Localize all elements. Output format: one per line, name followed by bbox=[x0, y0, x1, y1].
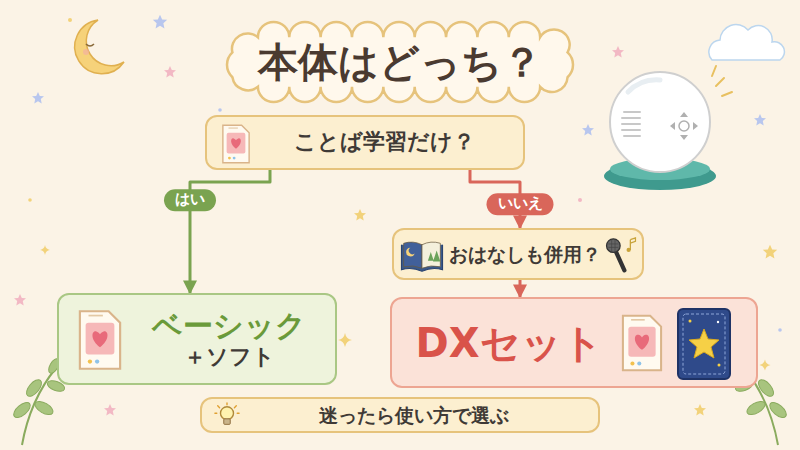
cloud bbox=[709, 25, 785, 60]
mic-icon bbox=[604, 236, 638, 274]
node-text: おはなしも併用？ bbox=[449, 243, 601, 266]
node-text: ベーシック bbox=[152, 308, 306, 344]
bulb-icon bbox=[214, 402, 240, 430]
title-cloud: 本体はどっち？ bbox=[205, 20, 595, 104]
hint-box: 迷ったら使い方で選ぶ bbox=[200, 397, 600, 433]
moon bbox=[75, 20, 124, 74]
question-box: おはなしも併用？ bbox=[392, 228, 644, 280]
card-icon bbox=[221, 123, 251, 165]
edge-label: はい bbox=[164, 189, 216, 211]
card-icon bbox=[620, 313, 664, 373]
book-icon bbox=[400, 238, 444, 272]
node-text: ことば学習だけ？ bbox=[294, 129, 475, 155]
node-text: 迷ったら使い方で選ぶ bbox=[319, 404, 509, 427]
result-box: DXセット bbox=[390, 297, 758, 388]
starbook-icon bbox=[674, 305, 734, 383]
card-icon bbox=[77, 308, 123, 372]
node-text: DXセット bbox=[415, 319, 602, 367]
flow-arrow bbox=[519, 280, 522, 297]
title-text: 本体はどっち？ bbox=[258, 38, 542, 86]
result-box: ベーシック＋ソフト bbox=[57, 293, 337, 385]
question-box: ことば学習だけ？ bbox=[205, 115, 525, 170]
stars bbox=[14, 15, 782, 416]
device-illustration bbox=[604, 66, 732, 190]
edge-label: いいえ bbox=[487, 193, 554, 215]
node-subtext: ＋ソフト bbox=[184, 344, 275, 370]
